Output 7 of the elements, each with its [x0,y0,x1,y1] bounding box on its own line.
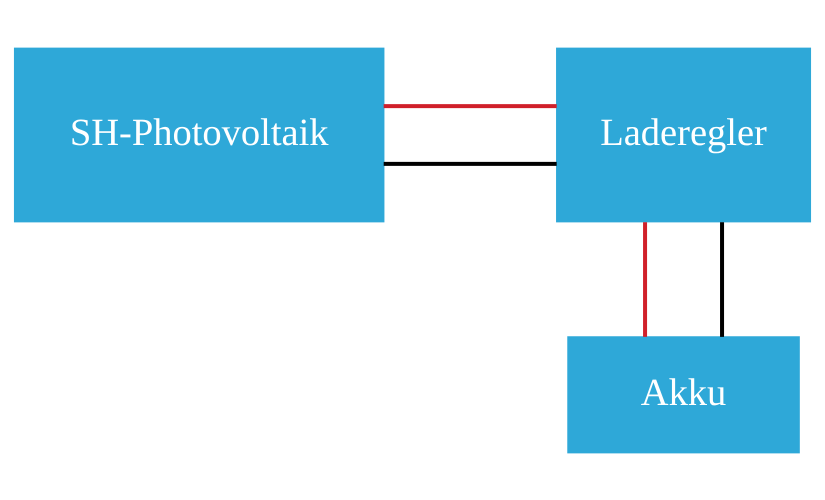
node-box: SH-Photovoltaik [14,47,384,222]
connector [384,161,557,166]
node-box: Akku [567,336,800,453]
connector [384,104,557,108]
connector [643,222,648,336]
connector [720,222,724,336]
node-box: Laderegler [556,47,812,222]
